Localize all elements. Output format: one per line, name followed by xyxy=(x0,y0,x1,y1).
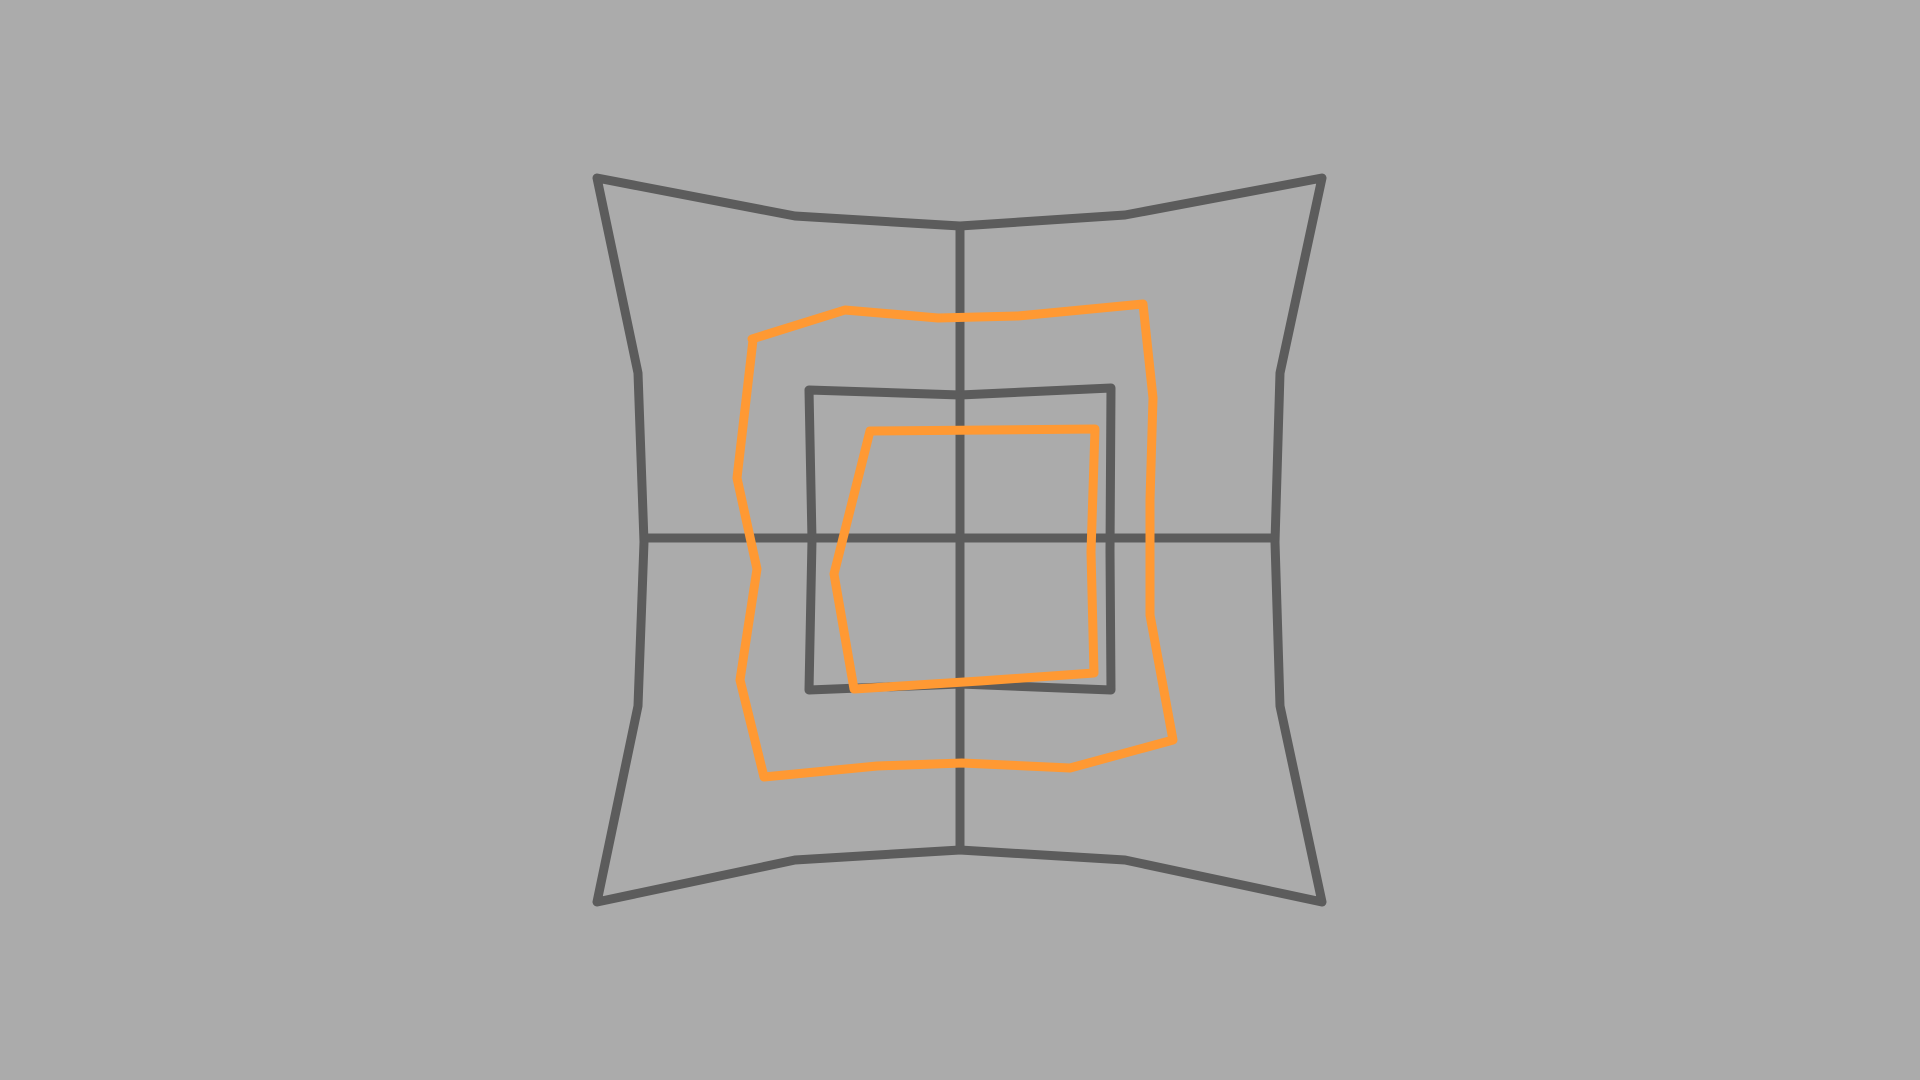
grid-vertex xyxy=(634,702,642,710)
orange-vertex xyxy=(841,306,849,314)
orange-vertex xyxy=(749,336,757,344)
grid-vertex xyxy=(634,369,642,377)
grid-vertex xyxy=(1107,384,1115,392)
grid-vertex xyxy=(1318,174,1326,182)
orange-vertex xyxy=(1139,300,1147,308)
grid-vertex xyxy=(593,174,601,182)
orange-vertex xyxy=(1169,736,1177,744)
orange-vertex xyxy=(873,762,881,770)
orange-vertex xyxy=(850,685,858,693)
grid-vertex xyxy=(791,856,799,864)
orange-vertex xyxy=(1090,669,1098,677)
orange-vertex xyxy=(976,677,984,685)
outer-orange-polygon xyxy=(732,299,1178,782)
orange-vertex xyxy=(1149,394,1157,402)
grid-vertex xyxy=(1121,211,1129,219)
orange-vertices xyxy=(733,300,1177,781)
grid-vertex xyxy=(1106,547,1114,555)
orange-vertex xyxy=(866,427,874,435)
orange-vertex xyxy=(1146,496,1154,504)
grid-vertex xyxy=(1271,534,1279,542)
orange-vertex xyxy=(1091,425,1099,433)
grid-vertex xyxy=(791,212,799,220)
grid-vertex xyxy=(956,222,964,230)
orange-vertex xyxy=(736,676,744,684)
orange-vertex xyxy=(733,474,741,482)
grid-vertex xyxy=(805,386,813,394)
grid-vertex xyxy=(805,686,813,694)
orange-vertex xyxy=(830,570,838,578)
grid-vertex xyxy=(956,846,964,854)
orange-overlay xyxy=(732,299,1178,782)
grid-vertex xyxy=(640,534,648,542)
orange-vertex xyxy=(1014,312,1022,320)
grid-vertex xyxy=(1318,898,1326,906)
orange-vertex xyxy=(1087,548,1095,556)
grid-vertices xyxy=(593,174,1326,906)
orange-vertex xyxy=(753,565,761,573)
grid-vertex xyxy=(1276,369,1284,377)
grid-vertex xyxy=(1276,702,1284,710)
orange-vertex xyxy=(958,759,966,767)
grid-vertex xyxy=(808,536,816,544)
grid-vertex xyxy=(956,391,964,399)
orange-vertex xyxy=(1146,611,1154,619)
grid-vertex xyxy=(1121,856,1129,864)
grid-vertex xyxy=(593,898,601,906)
orange-vertex xyxy=(934,314,942,322)
grid-vertex xyxy=(1107,686,1115,694)
orange-vertex xyxy=(760,773,768,781)
inner-orange-polygon xyxy=(829,424,1100,694)
orange-vertex xyxy=(1066,764,1074,772)
